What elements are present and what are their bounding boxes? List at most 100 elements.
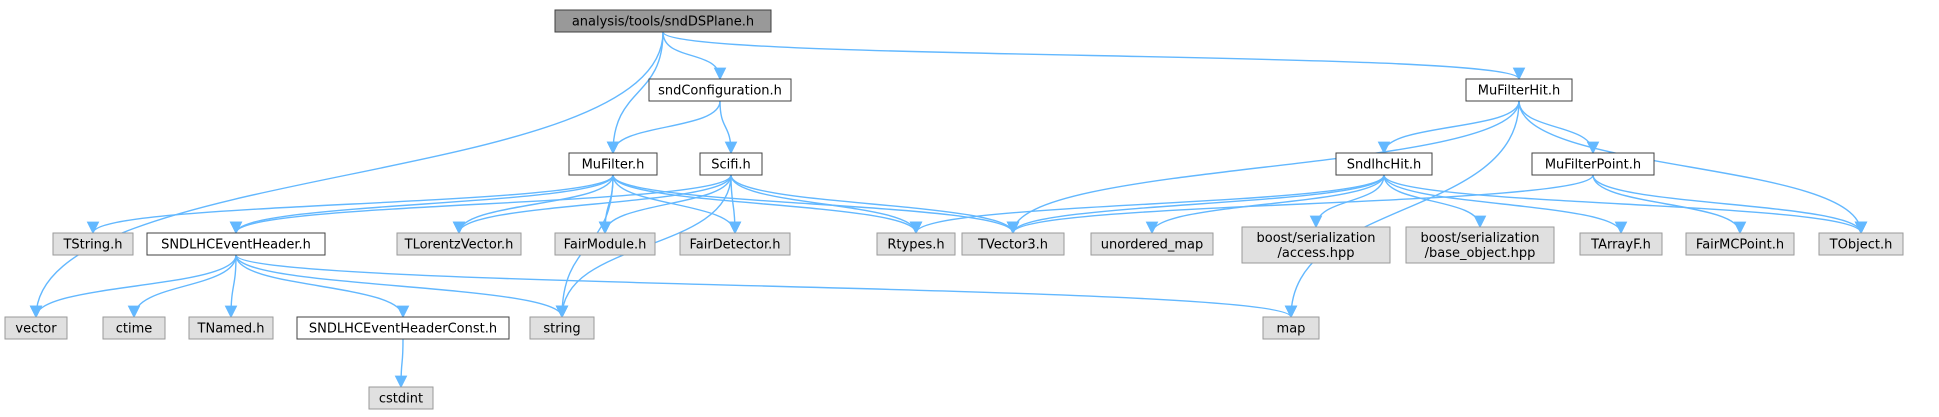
node-TLorentzVector: TLorentzVector.h <box>396 232 522 256</box>
node-Rtypes: Rtypes.h <box>876 232 956 256</box>
edge-SndlhcHit-to-TVector3 <box>1006 174 1385 235</box>
node-FairModule: FairModule.h <box>554 232 656 256</box>
node-label-boost_base-line1: /base_object.hpp <box>1425 246 1536 261</box>
node-box-Scifi <box>699 152 763 176</box>
edge-SndlhcHit-to-Rtypes <box>909 174 1385 235</box>
node-ctime: ctime <box>102 316 166 340</box>
node-MuFilterHit[interactable]: MuFilterHit.h <box>1465 78 1573 102</box>
edge-SndlhcHit-to-TObject <box>1383 174 1868 235</box>
edge-Scifi-to-FairDetector <box>728 174 742 235</box>
edge-MuFilter-to-TString <box>86 174 614 235</box>
node-map: map <box>1262 316 1320 340</box>
node-label-TString: TString.h <box>62 238 122 253</box>
node-label-MuFilter: MuFilter.h <box>582 158 645 173</box>
node-box-FairModule <box>554 232 656 256</box>
node-label-FairModule: FairModule.h <box>564 238 647 253</box>
edge-Scifi-to-FairModule <box>598 174 732 235</box>
node-TArrayF: TArrayF.h <box>1579 232 1663 256</box>
node-label-string: string <box>543 322 580 337</box>
node-box-Rtypes <box>876 232 956 256</box>
node-SndlhcHit[interactable]: SndlhcHit.h <box>1335 152 1433 176</box>
node-box-SNDLHCEventHeader <box>146 232 326 256</box>
node-label-boost_access-line1: /access.hpp <box>1277 246 1354 261</box>
node-box-ctime <box>102 316 166 340</box>
node-label-map: map <box>1277 322 1306 337</box>
node-label-SNDLHCEventHeaderConst: SNDLHCEventHeaderConst.h <box>309 322 497 337</box>
node-label-cstdint: cstdint <box>379 392 423 407</box>
edge-Scifi-to-SNDLHCEventHeader <box>229 174 732 235</box>
node-SNDLHCEventHeaderConst[interactable]: SNDLHCEventHeaderConst.h <box>296 316 510 340</box>
node-box-TObject <box>1818 232 1904 256</box>
edge-SNDLHCEventHeader-to-string <box>235 254 569 319</box>
node-TNamed: TNamed.h <box>188 316 274 340</box>
edge-SndlhcHit-to-boost_access <box>1309 174 1385 229</box>
node-label-Rtypes: Rtypes.h <box>887 238 944 253</box>
edge-SndlhcHit-to-TArrayF <box>1383 174 1628 235</box>
edge-MuFilterHit-to-TObject <box>1518 100 1868 235</box>
edge-MuFilter-to-Rtypes <box>612 174 923 235</box>
node-label-MuFilterHit: MuFilterHit.h <box>1478 84 1561 99</box>
edge-SndlhcHit-to-boost_base <box>1383 174 1487 229</box>
node-box-boost_access <box>1241 226 1391 264</box>
edge-root-to-vector <box>29 31 664 319</box>
node-label-TVector3: TVector3.h <box>977 238 1048 253</box>
node-SNDLHCEventHeader[interactable]: SNDLHCEventHeader.h <box>146 232 326 256</box>
edge-MuFilterHit-to-MuFilterPoint <box>1518 100 1600 155</box>
node-box-TArrayF <box>1579 232 1663 256</box>
node-box-string <box>529 316 595 340</box>
node-box-FairDetector <box>679 232 791 256</box>
node-label-MuFilterPoint: MuFilterPoint.h <box>1545 158 1641 173</box>
node-box-TLorentzVector <box>396 232 522 256</box>
node-TVector3: TVector3.h <box>961 232 1065 256</box>
node-box-sndConfiguration <box>648 78 792 102</box>
edge-MuFilterPoint-to-TObject <box>1592 174 1868 235</box>
edge-MuFilter-to-TVector3 <box>612 174 1020 235</box>
node-layer: analysis/tools/sndDSPlane.h sndConfigurat… <box>4 9 1904 410</box>
node-box-SNDLHCEventHeaderConst <box>296 316 510 340</box>
node-label-boost_access-line0: boost/serialization <box>1256 231 1375 246</box>
edge-SNDLHCEventHeaderConst-to-cstdint <box>394 338 408 389</box>
node-box-MuFilterPoint <box>1531 152 1655 176</box>
node-box-boost_base <box>1405 226 1555 264</box>
node-box-SndlhcHit <box>1335 152 1433 176</box>
node-FairMCPoint: FairMCPoint.h <box>1685 232 1795 256</box>
node-box-MuFilterHit <box>1465 78 1573 102</box>
node-label-FairDetector: FairDetector.h <box>689 238 780 253</box>
node-label-sndConfiguration: sndConfiguration.h <box>658 84 782 99</box>
edge-MuFilterPoint-to-FairMCPoint <box>1592 174 1747 235</box>
edge-Scifi-to-TLorentzVector <box>452 174 732 235</box>
node-MuFilterPoint[interactable]: MuFilterPoint.h <box>1531 152 1655 176</box>
node-label-SndlhcHit: SndlhcHit.h <box>1347 158 1422 173</box>
node-box-root <box>554 9 772 33</box>
node-boost_access: boost/serialization/access.hpp <box>1241 226 1391 264</box>
node-cstdint: cstdint <box>368 386 434 410</box>
node-root[interactable]: analysis/tools/sndDSPlane.h <box>554 9 772 33</box>
node-box-map <box>1262 316 1320 340</box>
node-box-TVector3 <box>961 232 1065 256</box>
edge-SNDLHCEventHeader-to-ctime <box>127 254 237 319</box>
node-MuFilter[interactable]: MuFilter.h <box>568 152 658 176</box>
edge-Scifi-to-Rtypes <box>730 174 923 235</box>
node-label-TNamed: TNamed.h <box>197 322 265 337</box>
edge-root-to-MuFilterHit <box>662 31 1525 81</box>
node-vector: vector <box>4 316 68 340</box>
edge-MuFilterHit-to-SndlhcHit <box>1377 100 1520 155</box>
edge-MuFilterHit-to-map <box>1284 100 1520 319</box>
node-label-root: analysis/tools/sndDSPlane.h <box>572 15 754 30</box>
edge-root-to-sndConfiguration <box>662 31 727 81</box>
node-box-MuFilter <box>568 152 658 176</box>
node-box-TNamed <box>188 316 274 340</box>
node-label-FairMCPoint: FairMCPoint.h <box>1696 238 1784 253</box>
edge-MuFilter-to-TLorentzVector <box>452 174 614 235</box>
node-box-vector <box>4 316 68 340</box>
edge-SNDLHCEventHeader-to-map <box>235 254 1297 319</box>
node-label-vector: vector <box>15 322 57 337</box>
edge-sndConfiguration-to-MuFilter <box>606 100 721 155</box>
node-boost_base: boost/serialization/base_object.hpp <box>1405 226 1555 264</box>
edge-MuFilterPoint-to-TVector3 <box>1006 174 1594 235</box>
node-FairDetector: FairDetector.h <box>679 232 791 256</box>
node-Scifi[interactable]: Scifi.h <box>699 152 763 176</box>
node-sndConfiguration[interactable]: sndConfiguration.h <box>648 78 792 102</box>
edge-Scifi-to-TVector3 <box>730 174 1020 235</box>
